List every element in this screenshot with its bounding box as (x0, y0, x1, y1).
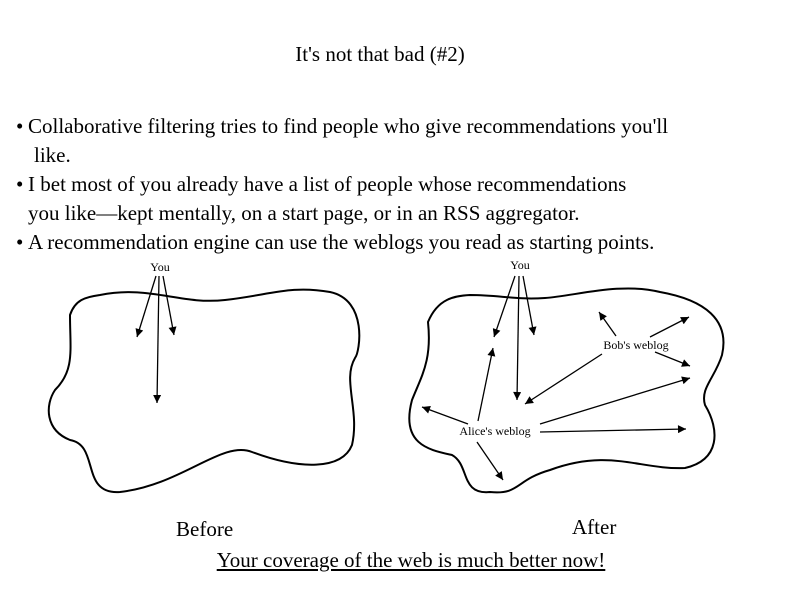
alice-arrow (421, 406, 469, 425)
bob-arrow (649, 316, 690, 338)
alice-arrow (476, 441, 504, 481)
before-you-label: You (150, 260, 169, 274)
alice-arrow (477, 347, 496, 422)
before-arrow (162, 275, 177, 336)
bullet-item: •Collaborative filtering tries to find p… (16, 112, 668, 141)
bullet-text: Collaborative filtering tries to find pe… (28, 114, 669, 138)
after-you-label: You (510, 258, 529, 272)
bullet-dot-icon: • (16, 172, 24, 196)
bob-weblog-label: Bob's weblog (603, 338, 668, 352)
bullet-list: •Collaborative filtering tries to find p… (16, 112, 668, 257)
bullet-text: I bet most of you already have a list of… (28, 172, 627, 196)
alice-weblog-label: Alice's weblog (459, 424, 530, 438)
alice-arrow (539, 425, 687, 434)
bullet-dot-icon: • (16, 114, 24, 138)
bullet-continuation: like. (34, 143, 71, 167)
before-coverage-blob (47, 288, 361, 494)
bob-arrow (524, 353, 603, 405)
before-arrow (153, 275, 162, 404)
alice-arrow (539, 376, 691, 425)
before-caption: Before (176, 517, 234, 541)
bob-arrow (654, 351, 691, 367)
bullet-continuation: you like—kept mentally, on a start page,… (28, 201, 580, 225)
after-coverage-blob (408, 287, 725, 494)
slide-title: It's not that bad (#2) (295, 42, 465, 66)
before-arrow (135, 275, 157, 338)
after-arrow (513, 275, 522, 401)
after-arrow (492, 275, 516, 338)
footer-link[interactable]: Your coverage of the web is much better … (216, 548, 606, 572)
after-arrow (522, 275, 537, 336)
bullet-item: •I bet most of you already have a list o… (16, 170, 668, 199)
bullet-item: •A recommendation engine can use the web… (16, 228, 668, 257)
bob-arrow (598, 311, 617, 337)
bullet-text: A recommendation engine can use the webl… (28, 230, 655, 254)
bullet-dot-icon: • (16, 230, 24, 254)
after-caption: After (572, 515, 617, 539)
